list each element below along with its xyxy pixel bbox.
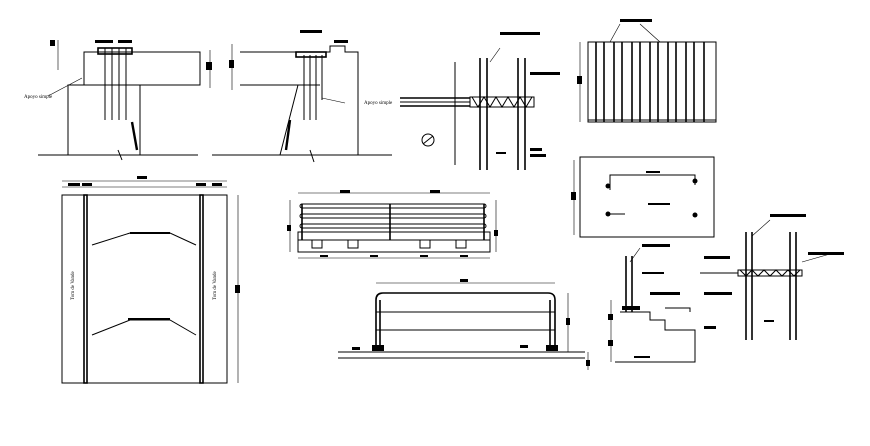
support-label-left: Apoyo simple: [24, 95, 53, 100]
abutment-section-left: Apoyo simple: [24, 40, 212, 161]
railing-connection-right: [700, 214, 844, 340]
railing-connection-section: [400, 32, 560, 170]
handrail-elevation: [338, 279, 590, 370]
bench-elevation: [287, 190, 498, 259]
deck-slats-plan: [577, 19, 717, 123]
post-step-detail: [608, 244, 716, 363]
deck-label-left: Tom de Vande: [71, 271, 76, 300]
deck-plan: Tom de Vande Tom de Vande: [61, 176, 240, 384]
anchor-plate-plan: [571, 156, 715, 238]
deck-label-right: Tom de Vande: [213, 271, 218, 300]
support-label-right: Apoyo simple: [364, 101, 393, 106]
abutment-section-right: Apoyo simple: [212, 30, 393, 163]
